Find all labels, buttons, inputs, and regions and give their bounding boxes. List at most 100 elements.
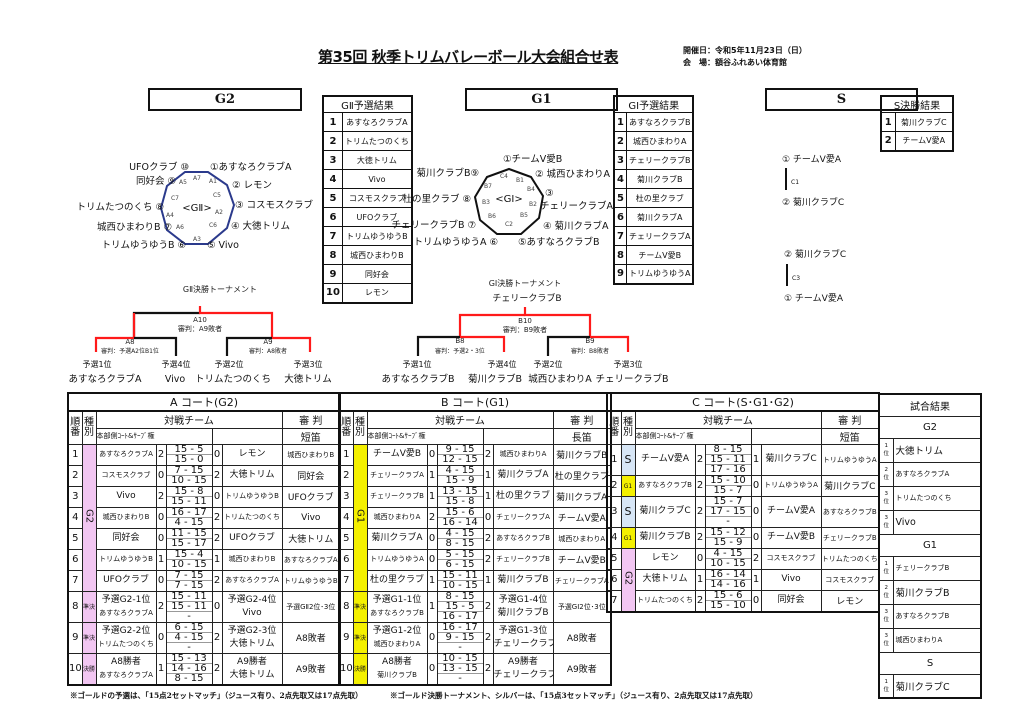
match-number: 9 — [67, 621, 83, 654]
result-rank: 1位 — [878, 555, 894, 581]
left-sets-won: 0 — [426, 527, 438, 550]
left-team-name: コスモスクラブ — [101, 471, 151, 479]
match-type-label: 準決 — [82, 634, 95, 642]
right-team: チームV愛A — [760, 495, 822, 528]
set-score: 10 - 15 — [438, 654, 482, 664]
right-team: トリムたつのくち — [221, 506, 283, 529]
g1-semi2-ref: 審判：B8敗者 — [571, 347, 609, 355]
right-sets-won: 1 — [750, 443, 762, 476]
g1-match-label: B1 — [516, 177, 524, 184]
referee: チェリークラブB — [820, 526, 880, 549]
right-team-slot: 予選G1-3位 — [498, 625, 548, 636]
set-score: 15 - 6 — [706, 591, 750, 601]
g2-seed-rank: 予選2位 — [214, 359, 243, 369]
right-team-slot: 予選G1-4位 — [498, 594, 548, 605]
match-number: 1 — [338, 443, 354, 466]
set-score: 9 - 15 — [438, 632, 482, 643]
order-header: 順番 — [606, 410, 622, 445]
result-row: 1位大徳トリム — [878, 437, 982, 463]
left-team-slot: 予選G2-1位 — [101, 594, 151, 605]
right-team-name: 城西ひまわりA — [499, 450, 547, 458]
event-venue: 会 場：額谷ふれあい体育館 — [683, 58, 787, 67]
match-type: 準決 — [352, 621, 368, 654]
left-team-name: UFOクラブ — [103, 575, 149, 585]
left-team-name: 城西ひまわりB — [102, 513, 150, 521]
right-team: Vivo — [760, 568, 822, 591]
right-team-name: チームV愛B — [766, 532, 816, 542]
left-team-name: トリムたつのくち — [637, 596, 693, 604]
left-sets-won: 2 — [155, 443, 167, 466]
set-score: 9 - 15 — [438, 445, 482, 455]
result-rank: 1位 — [878, 673, 894, 699]
left-team-name: 大徳トリム — [642, 574, 688, 584]
result-rank: 3位 — [878, 485, 894, 511]
match-type-label: G1 — [623, 482, 633, 490]
right-sets-won: 0 — [750, 474, 762, 497]
results-title: 試合結果 — [878, 393, 982, 417]
result-team: あすなろクラブA — [892, 461, 982, 487]
g2-semi2-ref: 審判：A8敗者 — [249, 347, 287, 355]
g1-bracket — [416, 307, 630, 356]
match-number: 3 — [606, 495, 622, 528]
set-score: 15 - 8 — [445, 495, 475, 507]
left-team: レモン — [634, 547, 696, 570]
prelim-rank: 6 — [322, 207, 343, 227]
set-score: 8 - 15 — [706, 445, 750, 455]
right-team-name: 菊川クラブB — [497, 607, 549, 618]
left-team: 城西ひまわりA — [366, 506, 428, 529]
s-m2-team-2: ① チームV愛A — [784, 292, 844, 304]
whistle-header: 短笛 — [281, 427, 341, 445]
whistle-header: 長笛 — [552, 427, 612, 445]
left-team: チームV愛B — [366, 443, 428, 466]
right-team: 予選G1-4位菊川クラブB — [492, 590, 554, 623]
left-team-name: トリムゆうゆうA — [370, 555, 424, 563]
right-team: 杜の里クラブ — [492, 485, 554, 508]
right-team: チームV愛B — [760, 526, 822, 549]
left-team-name: Vivo — [116, 491, 136, 501]
match-type-label: G1 — [623, 534, 633, 542]
result-rank: 2位 — [878, 461, 894, 487]
right-team-name: レモン — [238, 449, 266, 459]
left-sets-won: 2 — [155, 485, 167, 508]
set-score: 15 - 0 — [174, 453, 204, 465]
left-team-name: 菊川クラブB — [639, 532, 691, 542]
s-m2-label: C3 — [792, 275, 800, 282]
right-sets-won: 2 — [482, 652, 494, 685]
type-header: 種別 — [620, 410, 636, 445]
g1-seed-rank: 予選3位 — [613, 359, 642, 369]
set-score: 8 - 15 — [438, 592, 482, 602]
prelim-rank: 9 — [613, 264, 627, 284]
set-score: 17 - 16 — [710, 463, 746, 475]
right-team: 予選G2-3位大徳トリム — [221, 621, 283, 654]
right-team: チェリークラブA — [492, 506, 554, 529]
right-sets-won: 0 — [750, 589, 762, 612]
g2-seed-team: 大徳トリム — [284, 373, 332, 385]
left-team: トリムたつのくち — [634, 589, 696, 612]
right-team: 菊川クラブC — [760, 443, 822, 476]
right-team-name: UFOクラブ — [229, 533, 275, 543]
right-team-name: 城西ひまわりB — [228, 555, 276, 563]
match-type: G1 — [620, 526, 636, 549]
left-team-slot: A8勝者 — [111, 656, 141, 667]
match-type-label: G2 — [83, 508, 95, 524]
right-sets-won: 0 — [211, 590, 223, 623]
